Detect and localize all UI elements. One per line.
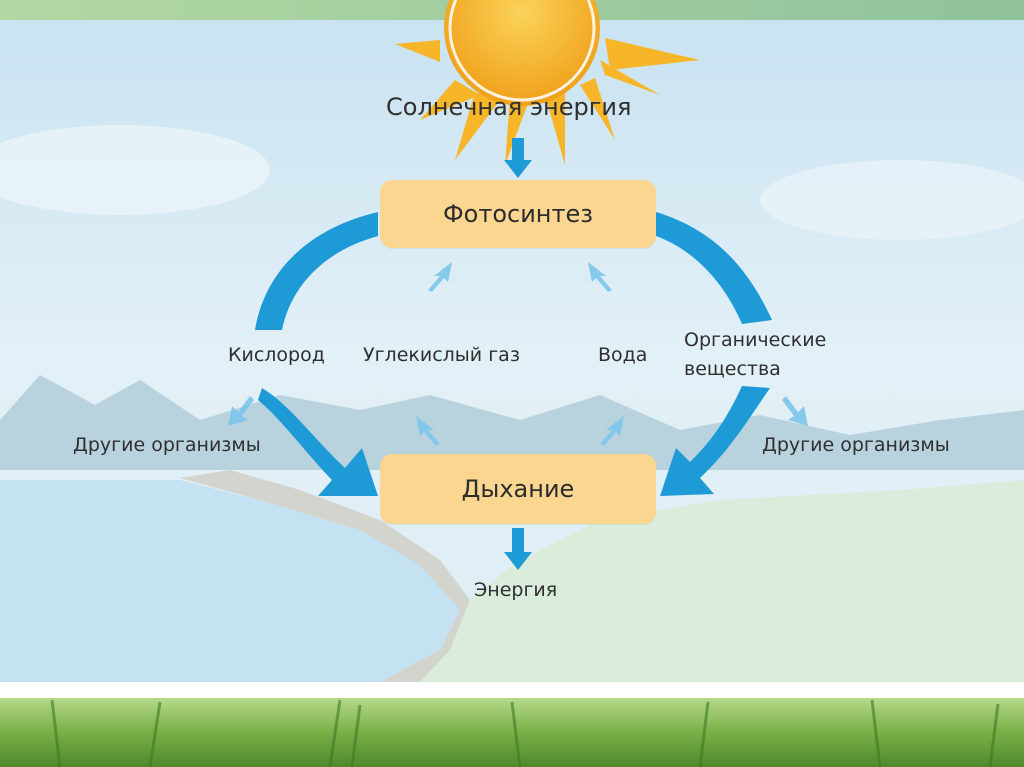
cloud xyxy=(760,160,1024,240)
arrow-down-left xyxy=(258,388,378,496)
other-organisms-right-label: Другие организмы xyxy=(762,434,950,456)
arrow-organic-other xyxy=(782,396,808,426)
arrow-down-right xyxy=(656,212,772,324)
light-arrows xyxy=(228,262,808,446)
photosynthesis-box: Фотосинтез xyxy=(380,180,656,248)
arrow-energy xyxy=(504,528,532,570)
meadow xyxy=(420,480,1024,682)
arrow-co2-from-resp xyxy=(416,416,440,446)
other-organisms-left-label: Другие организмы xyxy=(73,434,261,456)
photosynthesis-label: Фотосинтез xyxy=(443,200,593,228)
water-label: Вода xyxy=(598,344,648,366)
carbon-dioxide-label: Углекислый газ xyxy=(363,344,520,366)
respiration-label: Дыхание xyxy=(461,475,575,503)
organic-label-line2: вещества xyxy=(684,358,781,380)
arrow-up-left xyxy=(255,212,378,330)
white-band xyxy=(0,682,1024,698)
arrow-oxygen-other xyxy=(228,396,254,426)
sun-icon xyxy=(395,0,700,165)
grass-blades xyxy=(50,699,1000,767)
energy-label: Энергия xyxy=(474,579,558,601)
respiration-box: Дыхание xyxy=(380,454,656,524)
lake xyxy=(0,480,460,682)
shore xyxy=(180,470,470,682)
cycle-arrows xyxy=(255,138,772,570)
cloud xyxy=(0,125,270,215)
mountains xyxy=(0,375,1024,470)
arrow-co2-up xyxy=(428,262,452,292)
oxygen-label: Кислород xyxy=(228,344,325,366)
arrow-sun-photosynthesis xyxy=(504,138,532,178)
arrow-water-from-resp xyxy=(600,416,624,446)
organic-label-line1: Органические xyxy=(684,329,827,351)
solar-energy-label: Солнечная энергия xyxy=(386,93,632,121)
arrow-down-right-lower xyxy=(660,386,770,496)
arrow-water-up xyxy=(588,262,612,292)
